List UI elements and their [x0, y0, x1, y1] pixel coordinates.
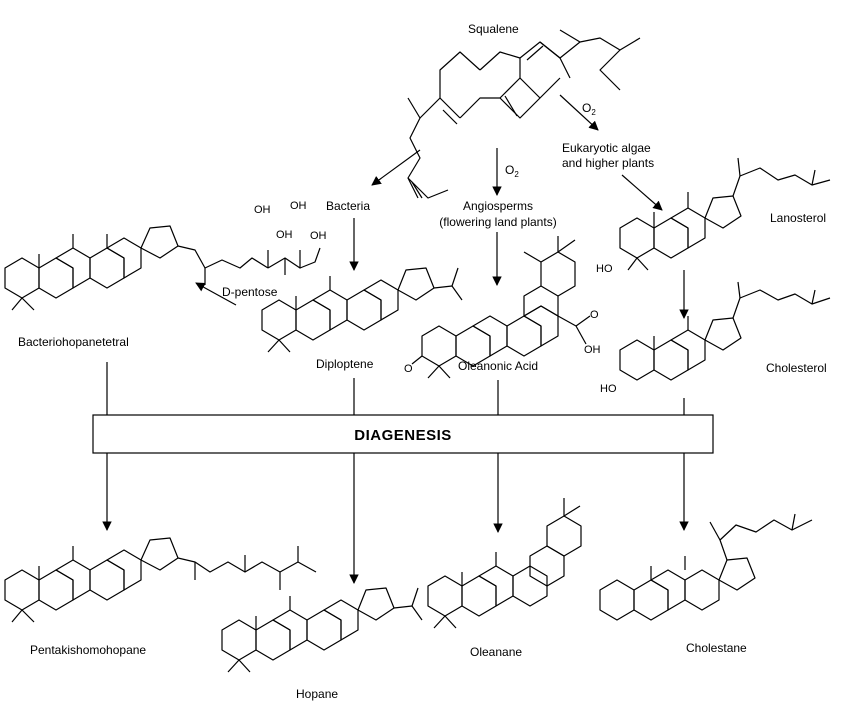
- oh-2: OH: [290, 200, 307, 212]
- oxygen-acid: O: [590, 309, 599, 321]
- diploptene-label: Diploptene: [316, 357, 374, 371]
- diagenesis-label: DIAGENESIS: [354, 427, 452, 444]
- squalene-label: Squalene: [468, 22, 519, 36]
- oleanonic-acid-label: Oleanonic Acid: [458, 359, 538, 373]
- arrow-diploptene-to-bacteriohopanetetral: [195, 282, 237, 306]
- oxygen-ketone: O: [404, 363, 413, 375]
- diploptene-structure: [261, 267, 463, 353]
- eukaryotic-sublabel: and higher plants: [562, 156, 654, 170]
- lanosterol-label: Lanosterol: [770, 211, 826, 225]
- pentakishomohopane-label: Pentakishomohopane: [30, 643, 146, 657]
- eukaryotic-label: Eukaryotic algae: [562, 141, 651, 155]
- bacteriohopanetetral-structure: [4, 225, 321, 311]
- arrow-squalene-to-bacteria: [371, 149, 421, 186]
- pentakishomohopane-structure: [4, 537, 317, 623]
- angiosperms-sublabel: (flowering land plants): [439, 215, 556, 229]
- arrow-squalene-to-eukaryotes: [559, 94, 599, 131]
- oleanonic-acid-structure: [411, 236, 591, 379]
- diagenesis-box: [92, 414, 714, 454]
- oh-acid: OH: [584, 344, 601, 356]
- cholestane-label: Cholestane: [686, 641, 747, 655]
- hopane-label: Hopane: [296, 687, 338, 701]
- arrow-eukaryotes-to-lanosterol: [621, 174, 663, 211]
- d-pentose-label: D-pentose: [222, 285, 278, 299]
- bacteriohopanetetral-label: Bacteriohopanetetral: [18, 335, 129, 349]
- oh-3: OH: [276, 229, 293, 241]
- o2-label-angiosperms: O2: [505, 163, 519, 179]
- cholestane-structure: [599, 513, 813, 621]
- oleanane-label: Oleanane: [470, 645, 522, 659]
- oleanane-structure: [427, 498, 582, 629]
- squalene-structure: [407, 29, 641, 199]
- ho-lanosterol: HO: [596, 263, 613, 275]
- o2-label-eukaryotes: O2: [582, 101, 596, 117]
- hopane-structure: [221, 587, 423, 673]
- bacteria-label: Bacteria: [326, 199, 370, 213]
- oh-1: OH: [254, 204, 271, 216]
- cholesterol-structure: [619, 281, 831, 381]
- cholesterol-label: Cholesterol: [766, 361, 827, 375]
- lanosterol-structure: [619, 157, 831, 271]
- ho-cholesterol: HO: [600, 383, 617, 395]
- angiosperms-label: Angiosperms: [463, 199, 533, 213]
- oh-4: OH: [310, 230, 327, 242]
